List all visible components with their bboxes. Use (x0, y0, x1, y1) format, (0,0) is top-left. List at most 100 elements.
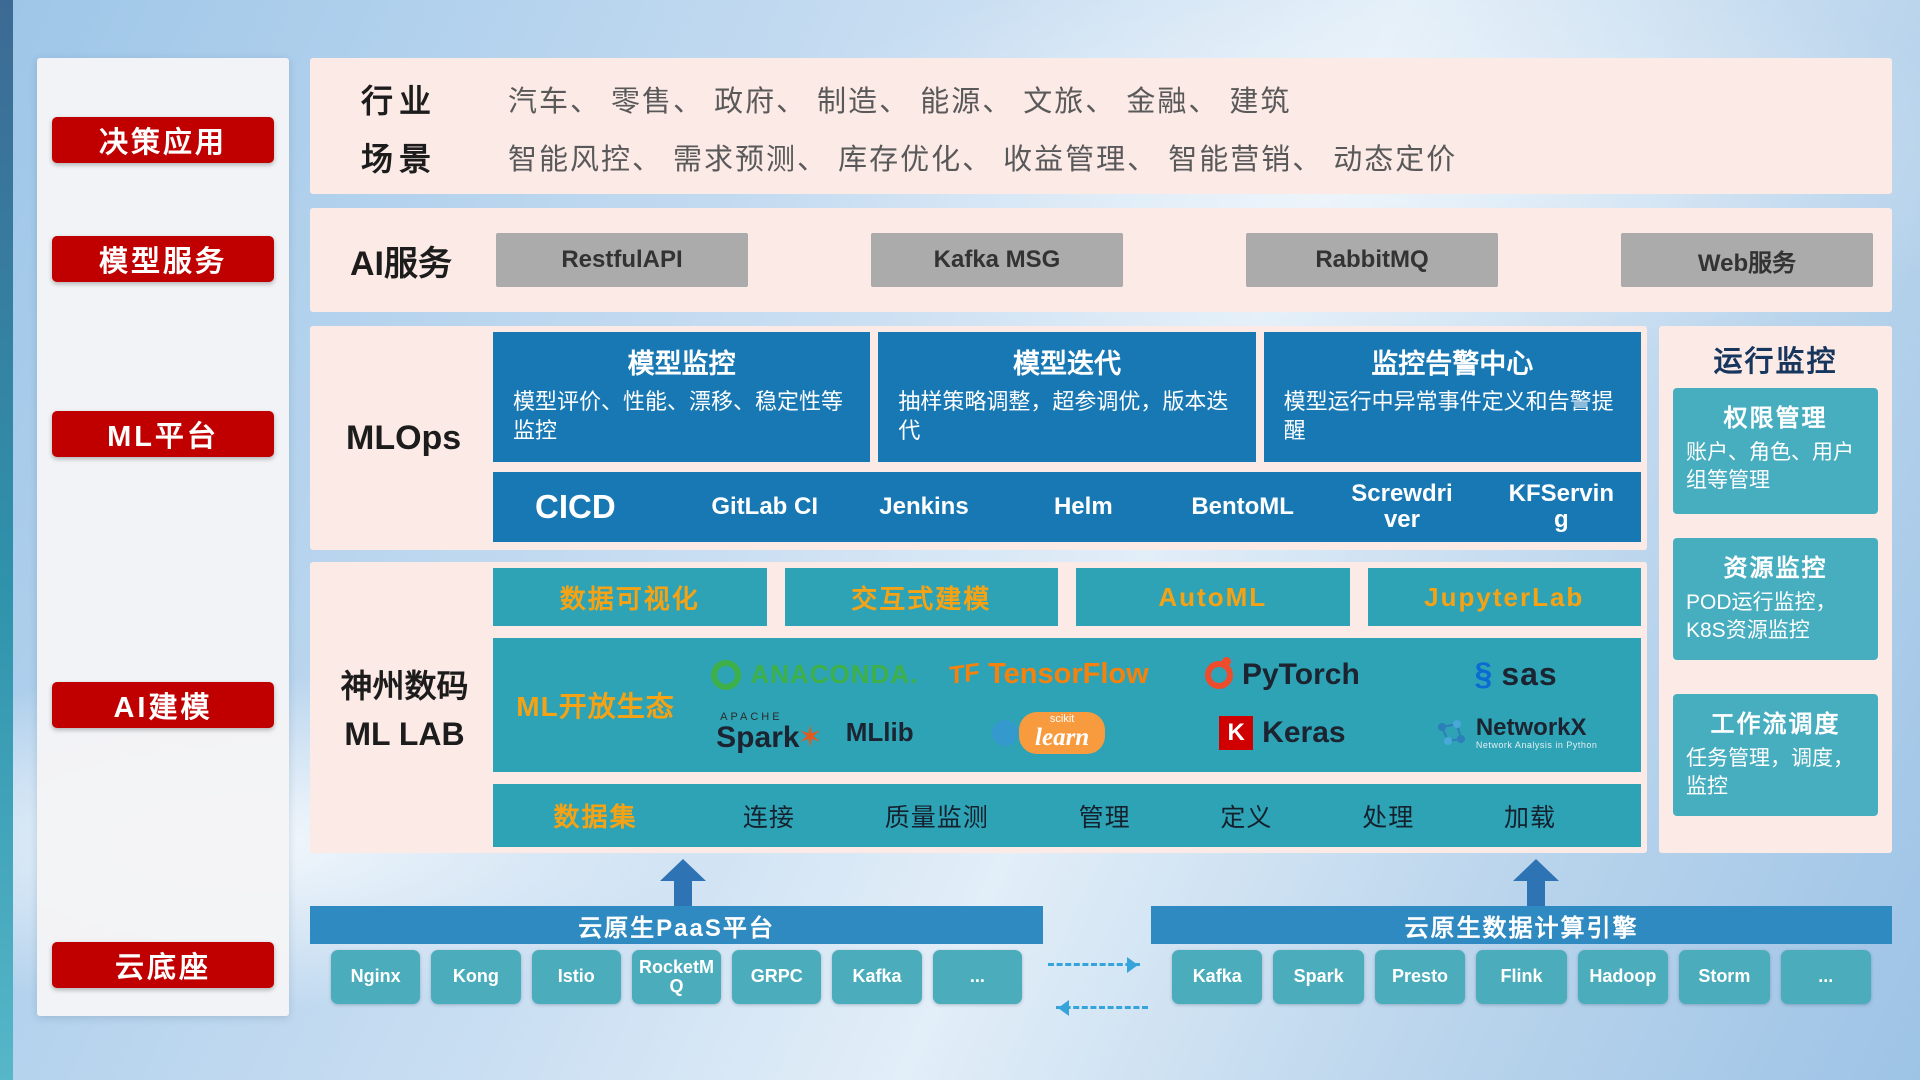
keras-label: Keras (1262, 715, 1346, 749)
cicd-item-screwdriver: Screwdriver (1351, 480, 1453, 533)
mllib-label: MLlib (845, 717, 914, 748)
sidebar-item-label: 云底座 (114, 952, 211, 984)
sidebar-item-label: 决策应用 (98, 127, 227, 159)
sidebar-item-label: ML平台 (107, 421, 219, 453)
mlops-panel: MLOps 模型监控 模型评价、性能、漂移、稳定性等监控 模型迭代 抽样策略调整… (310, 326, 1647, 550)
engine-chip-presto[interactable]: Presto (1374, 950, 1466, 1004)
pytorch-label: PyTorch (1241, 657, 1360, 691)
sidebar-item-decision-apps[interactable]: 决策应用 (52, 117, 274, 163)
networkx-subtitle: Network Analysis in Python (1475, 739, 1598, 750)
dataset-label: 数据集 (553, 802, 638, 832)
alert-center-card: 监控告警中心 模型运行中异常事件定义和告警提醒 (1263, 332, 1641, 462)
workflow-scheduling-card: 工作流调度 任务管理，调度，监控 (1673, 694, 1878, 816)
engine-chip-storm[interactable]: Storm (1679, 950, 1770, 1004)
sas-logo: sas (1399, 656, 1633, 693)
service-chip-nginx[interactable]: Nginx (331, 950, 421, 1004)
service-chip-more[interactable]: ... (932, 950, 1022, 1004)
card-title: 权限管理 (1723, 405, 1828, 432)
cicd-item-jenkins: Jenkins (879, 493, 969, 521)
scenario-row: 场景 智能风控、 需求预测、 库存优化、 收益管理、 智能营销、 动态定价 (310, 136, 1892, 178)
engine-services: Kafka Spark Presto Flink Hadoop Storm ..… (1151, 950, 1892, 1004)
service-chip-rocketmq[interactable]: RocketMQ (631, 950, 722, 1004)
web-service-button[interactable]: Web服务 (1621, 233, 1873, 287)
service-chip-grpc[interactable]: GRPC (732, 950, 822, 1004)
engine-chip-kafka[interactable]: Kafka (1172, 950, 1263, 1004)
engine-chip-hadoop[interactable]: Hadoop (1577, 950, 1669, 1004)
anaconda-logo: ANACONDA. (698, 659, 932, 690)
industry-row: 行业 汽车、 零售、 政府、 制造、 能源、 文旅、 金融、 建筑 (310, 78, 1892, 120)
cicd-item-bentoml: BentoML (1191, 493, 1294, 521)
networkx-logo: NetworkX Network Analysis in Python (1399, 713, 1633, 751)
interactive-modeling-button[interactable]: 交互式建模 (784, 568, 1058, 626)
industry-list: 汽车、 零售、 政府、 制造、 能源、 文旅、 金融、 建筑 (508, 86, 1292, 118)
up-arrow-right (1513, 859, 1559, 906)
mlops-label: MLOps (346, 418, 462, 457)
cicd-tools: GitLab CI Jenkins Helm BentoML Screwdriv… (685, 481, 1641, 533)
service-chip-kong[interactable]: Kong (431, 950, 521, 1004)
cicd-item-gitlab-ci: GitLab CI (711, 493, 818, 521)
eco-logos-row-1: ANACONDA. TF TensorFlow PyTorch sas (698, 656, 1633, 693)
ml-open-ecosystem-box: ML开放生态 ANACONDA. TF TensorFlow PyTorch (493, 638, 1641, 772)
spark-mllib-logo: APACHE Spark MLlib (698, 712, 932, 753)
sidebar-item-cloud-base[interactable]: 云底座 (52, 942, 274, 988)
card-desc: 账户、角色、用户组等管理 (1686, 441, 1854, 493)
service-chip-istio[interactable]: Istio (531, 950, 621, 1004)
mllab-panel: 神州数码 ML LAB 数据可视化 交互式建模 AutoML JupyterLa… (310, 562, 1647, 853)
tensorflow-label: TensorFlow (988, 658, 1149, 691)
keras-logo: K Keras (1166, 715, 1400, 750)
sidebar-item-model-services[interactable]: 模型服务 (52, 236, 274, 282)
dataset-item-process: 处理 (1362, 803, 1415, 832)
engine-chip-spark[interactable]: Spark (1273, 950, 1364, 1004)
card-title: 模型监控 (627, 349, 736, 379)
mllab-tool-buttons: 数据可视化 交互式建模 AutoML JupyterLab (493, 568, 1641, 626)
mllab-label-line2: ML LAB (344, 716, 465, 752)
card-title: 资源监控 (1723, 555, 1828, 582)
cicd-label: CICD (535, 488, 616, 525)
industry-scenario-panel: 行业 汽车、 零售、 政府、 制造、 能源、 文旅、 金融、 建筑 场景 智能风… (310, 58, 1892, 194)
pytorch-icon (1204, 656, 1233, 689)
card-title: 工作流调度 (1710, 711, 1841, 738)
sidebar-item-ai-modeling[interactable]: AI建模 (52, 682, 274, 728)
sas-label: sas (1501, 656, 1558, 693)
tensorflow-logo: TF TensorFlow (932, 658, 1166, 691)
data-visualization-button[interactable]: 数据可视化 (493, 568, 767, 626)
dataset-row: 数据集 连接 质量监测 管理 定义 处理 加载 (493, 784, 1641, 847)
ai-service-label: AI服务 (350, 244, 452, 283)
sidebar-item-ml-platform[interactable]: ML平台 (52, 411, 274, 457)
networkx-icon (1437, 719, 1465, 745)
automl-button[interactable]: AutoML (1076, 568, 1350, 626)
cicd-item-helm: Helm (1053, 493, 1113, 521)
learn-label: learn (1035, 723, 1090, 751)
dataset-item-connect: 连接 (742, 803, 795, 832)
mllab-label-line1: 神州数码 (340, 668, 469, 704)
spark-line: Spark (716, 723, 823, 753)
scenario-label: 场景 (361, 141, 438, 177)
card-desc: POD运行监控，K8S资源监控 (1686, 591, 1837, 643)
paas-platform-title: 云原生PaaS平台 (578, 914, 775, 942)
rabbitmq-button[interactable]: RabbitMQ (1246, 233, 1498, 287)
eco-logos-row-2: APACHE Spark MLlib scikit learn (698, 711, 1633, 754)
dataset-item-define: 定义 (1220, 803, 1273, 832)
spark-block: APACHE Spark (716, 712, 823, 753)
engine-chip-flink[interactable]: Flink (1476, 950, 1567, 1004)
anaconda-icon (711, 659, 742, 690)
card-desc: 任务管理，调度，监控 (1686, 747, 1854, 799)
dashed-arrow-left (1056, 1000, 1148, 1016)
dataset-items: 连接 质量监测 管理 定义 处理 加载 (698, 798, 1641, 834)
ai-service-buttons: RestfulAPI Kafka MSG RabbitMQ Web服务 (496, 233, 1873, 287)
cicd-bar: CICD GitLab CI Jenkins Helm BentoML Scre… (493, 472, 1641, 542)
runtime-monitor-panel: 运行监控 权限管理 账户、角色、用户组等管理 资源监控 POD运行监控，K8S资… (1659, 326, 1892, 853)
permission-management-card: 权限管理 账户、角色、用户组等管理 (1673, 388, 1878, 514)
dataset-item-load: 加载 (1504, 803, 1557, 832)
data-engine-bar: 云原生数据计算引擎 (1151, 906, 1892, 944)
card-title: 模型迭代 (1012, 349, 1121, 379)
engine-chip-more[interactable]: ... (1780, 950, 1871, 1004)
service-chip-kafka[interactable]: Kafka (832, 950, 922, 1004)
spark-star-icon (798, 726, 823, 750)
scikit-learn-icon (992, 719, 1019, 746)
resource-monitoring-card: 资源监控 POD运行监控，K8S资源监控 (1673, 538, 1878, 660)
restfulapi-button[interactable]: RestfulAPI (496, 233, 748, 287)
kafka-msg-button[interactable]: Kafka MSG (871, 233, 1123, 287)
jupyterlab-button[interactable]: JupyterLab (1367, 568, 1641, 626)
networkx-label: NetworkX (1475, 713, 1587, 741)
